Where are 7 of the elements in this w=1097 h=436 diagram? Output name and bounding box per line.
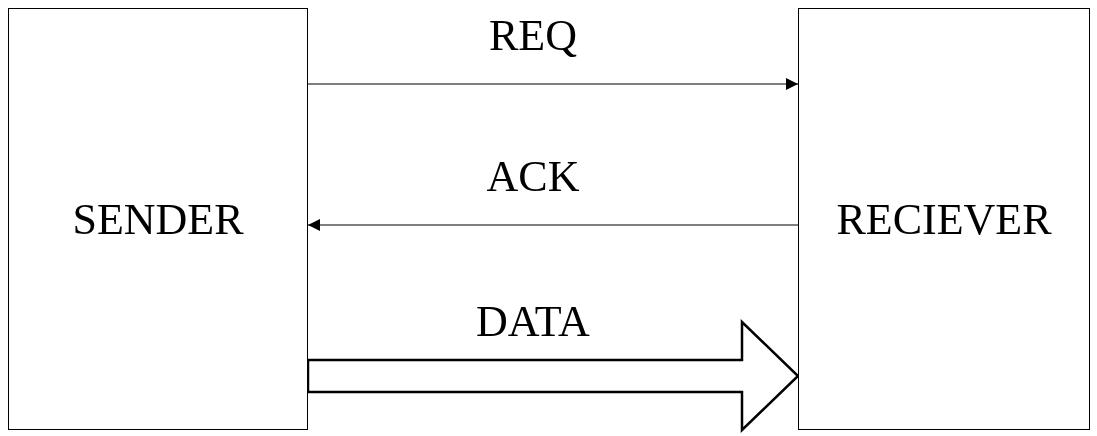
arrow xyxy=(307,78,799,90)
block-box xyxy=(798,8,1090,430)
block-label: SENDER xyxy=(72,193,244,245)
wide-arrow xyxy=(306,319,800,433)
block-label: RECIEVER xyxy=(836,193,1052,245)
arrow xyxy=(307,219,799,231)
block-box xyxy=(8,8,308,430)
